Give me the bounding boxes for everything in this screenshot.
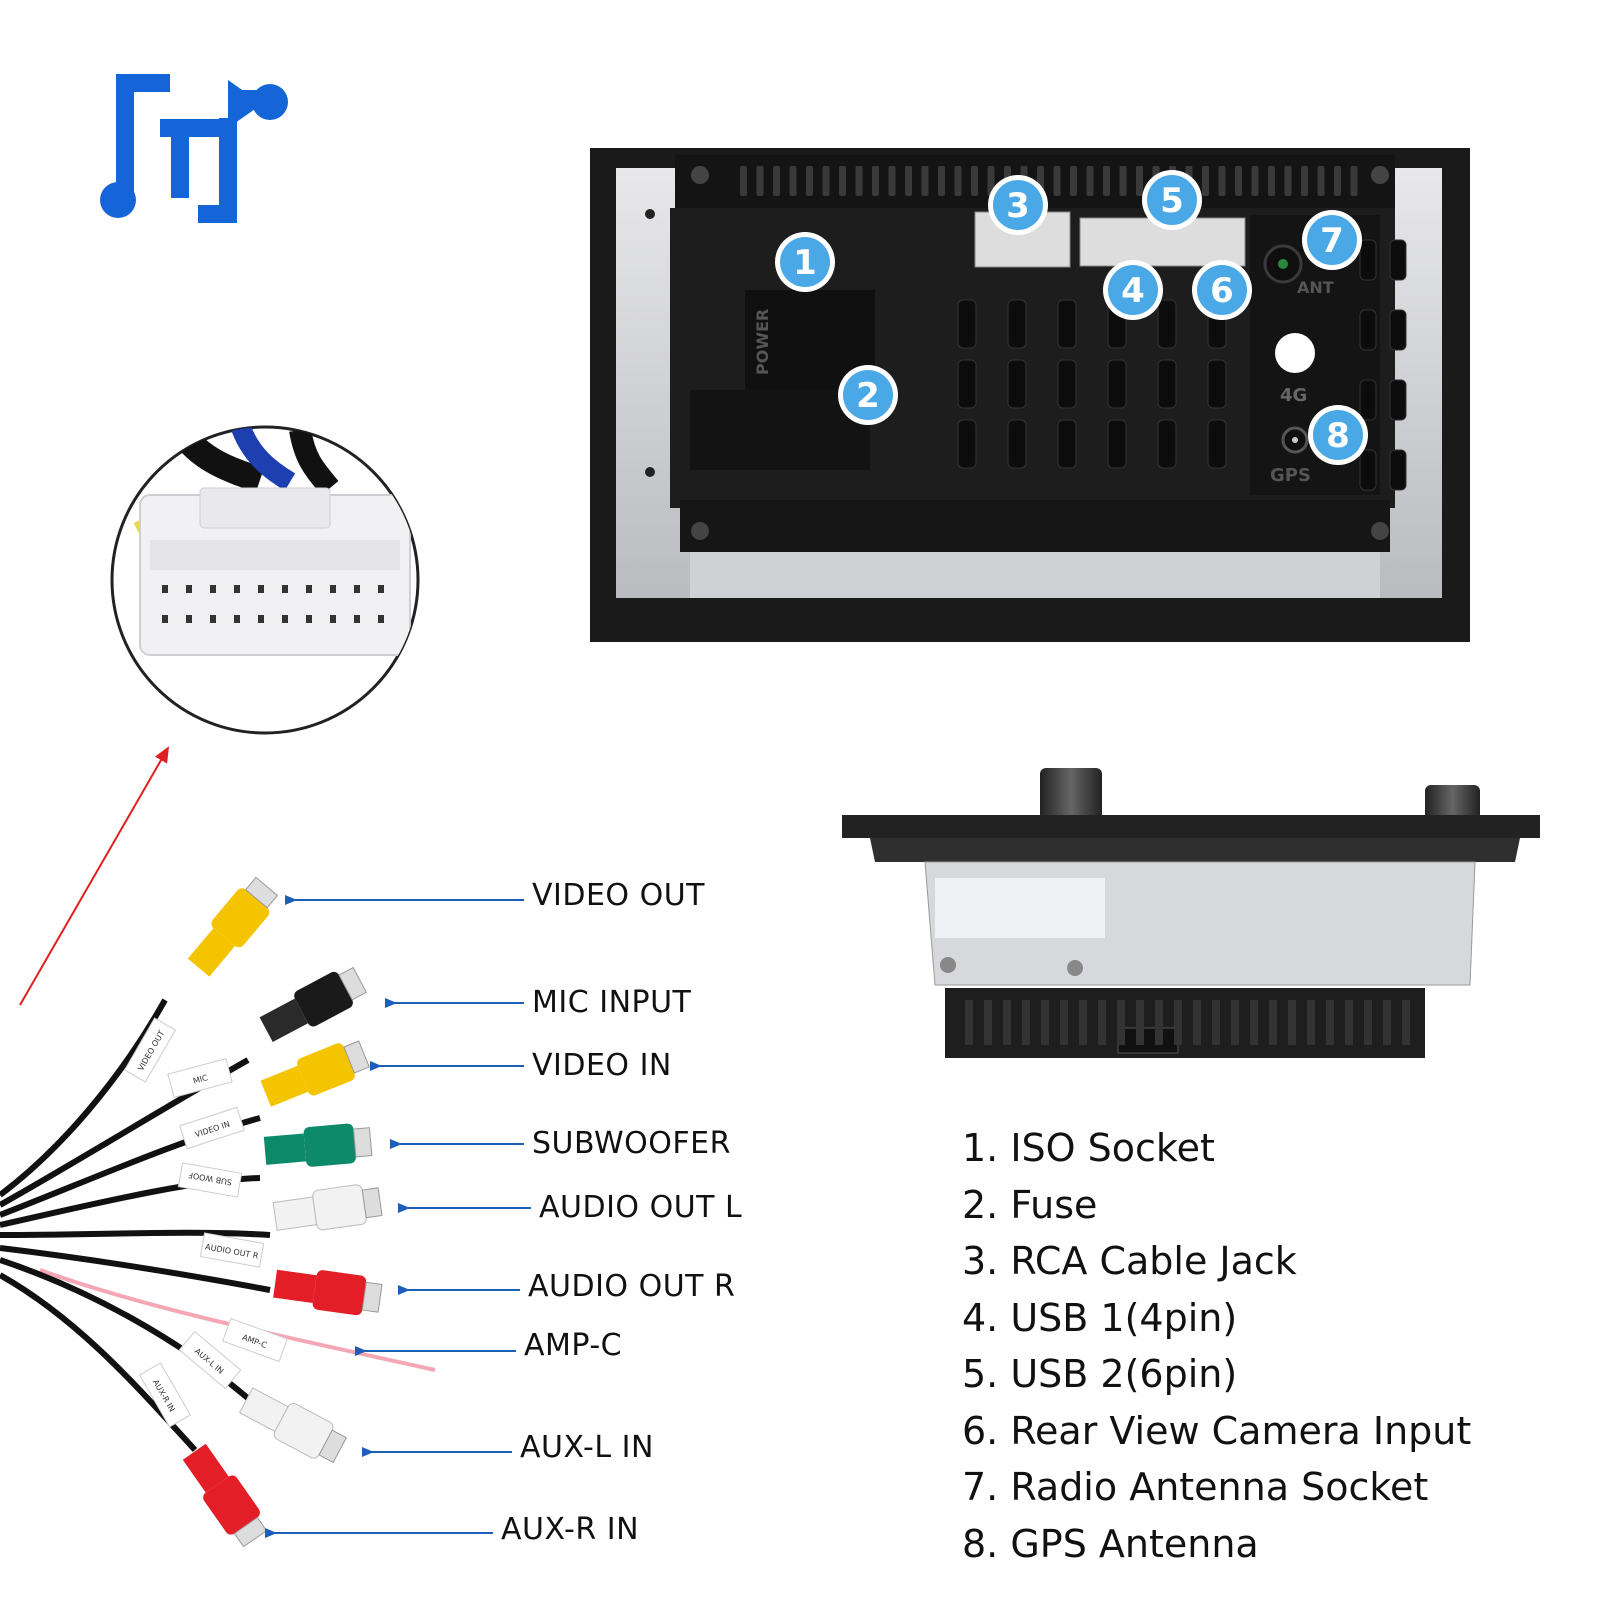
badge-number: 1 (793, 243, 817, 283)
power-label: POWER (753, 309, 772, 375)
badge-2: 2 (838, 365, 898, 425)
cable-label: AUDIO OUT L (539, 1190, 743, 1225)
badge-number: 3 (1006, 186, 1030, 226)
gps-label: GPS (1270, 465, 1311, 486)
badge-number: 5 (1160, 181, 1184, 221)
panel-badges: 1 2 3 4 5 6 7 8 (775, 170, 1368, 465)
side-view-unit (842, 768, 1540, 1058)
cable-label: AMP-C (524, 1328, 623, 1363)
cable-label: AUDIO OUT R (528, 1269, 736, 1304)
wire-tag: MIC (167, 1058, 233, 1098)
connector-pins (162, 585, 384, 623)
brand-logo-icon (100, 74, 288, 223)
wire-tag: AMP-C (222, 1317, 288, 1363)
cable-label: MIC INPUT (532, 985, 692, 1020)
iso-connector-closeup (110, 425, 420, 735)
ant-label: ANT (1297, 278, 1334, 297)
wire-tag: AUDIO OUT R (199, 1232, 265, 1268)
badge-number: 2 (856, 376, 880, 416)
badge-number: 8 (1326, 416, 1350, 456)
svg-text:MIC: MIC (192, 1073, 209, 1086)
badge-7: 7 (1302, 210, 1362, 270)
legend-item: 3. RCA Cable Jack (962, 1239, 1297, 1283)
badge-8: 8 (1308, 405, 1368, 465)
cable-label: SUBWOOFER (532, 1126, 731, 1161)
badge-3: 3 (988, 175, 1048, 235)
badge-4: 4 (1103, 260, 1163, 320)
legend-item: 2. Fuse (962, 1182, 1098, 1227)
legend-list: 1. ISO Socket 2. Fuse 3. RCA Cable Jack … (962, 1120, 1471, 1572)
side-ribs (965, 1000, 1410, 1045)
lte-label: 4G (1280, 385, 1307, 406)
legend-item: 5. USB 2(6pin) (962, 1352, 1238, 1396)
wire-tag: VIDEO IN (179, 1106, 245, 1150)
badge-number: 4 (1121, 271, 1145, 311)
legend-item: 1. ISO Socket (962, 1126, 1215, 1170)
legend-item: 4. USB 1(4pin) (962, 1295, 1238, 1340)
cable-label: AUX-R IN (501, 1512, 640, 1547)
badge-number: 7 (1320, 221, 1344, 261)
cable-label: VIDEO IN (532, 1048, 672, 1083)
wire-tag: SUB WOOF (177, 1162, 243, 1198)
legend-item: 6. Rear View Camera Input (962, 1408, 1472, 1453)
legend-item: 7. Radio Antenna Socket (962, 1465, 1429, 1509)
badge-5: 5 (1142, 170, 1202, 230)
rca-cable-harness (0, 876, 436, 1548)
cable-label: AUX-L IN (520, 1430, 654, 1465)
legend-item: 8. GPS Antenna (962, 1521, 1259, 1566)
pointer-arrow-icon (19, 746, 169, 1006)
badge-1: 1 (775, 232, 835, 292)
badge-number: 6 (1210, 271, 1234, 311)
label-pointers (265, 895, 531, 1538)
cable-label: VIDEO OUT (532, 878, 705, 913)
badge-6: 6 (1192, 260, 1252, 320)
